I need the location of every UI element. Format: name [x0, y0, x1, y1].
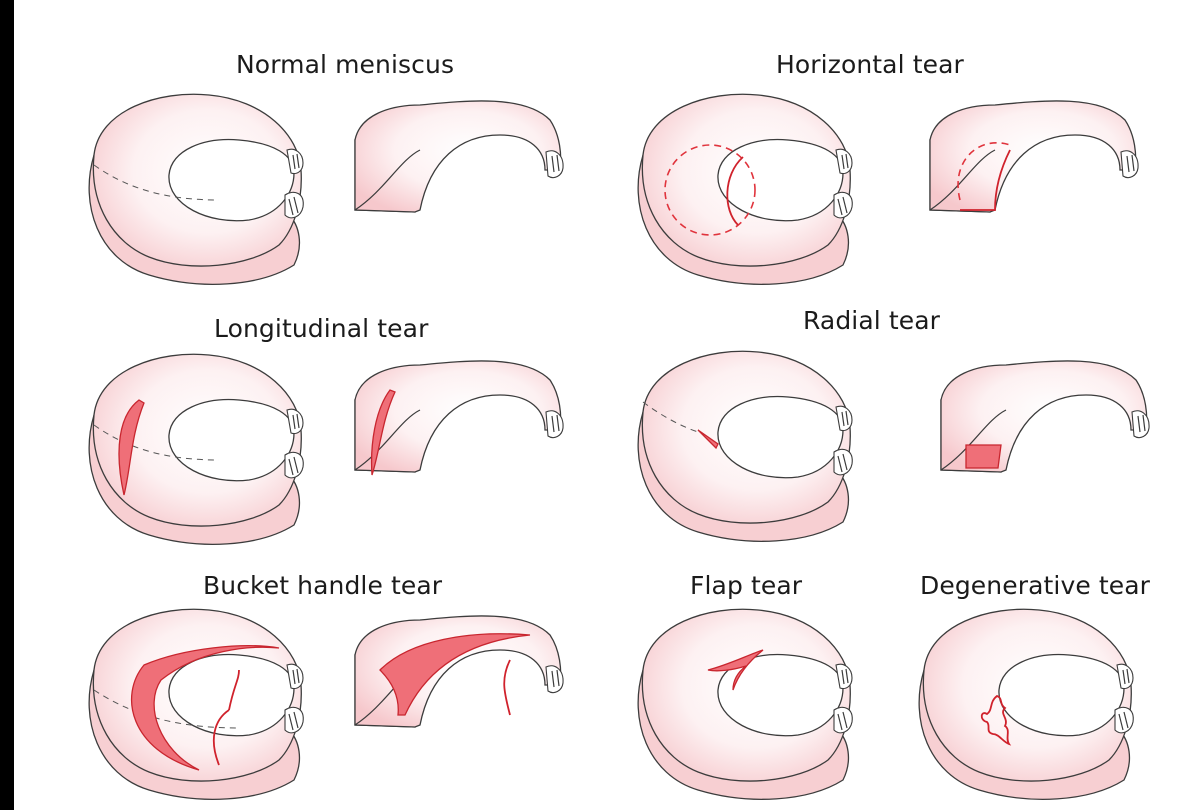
normal-meniscus-full — [89, 94, 303, 284]
degenerative-tear-full — [919, 609, 1133, 799]
horizontal-tear-full — [638, 94, 852, 284]
diagram-canvas: Normal meniscus Horizontal tear Longitud… — [14, 0, 1201, 810]
meniscus-illustrations — [14, 0, 1201, 810]
bucket-handle-tear-full — [89, 609, 303, 799]
horizontal-tear-half — [930, 101, 1138, 212]
longitudinal-tear-full — [89, 354, 303, 544]
radial-tear-half — [941, 361, 1149, 472]
flap-tear-full — [638, 609, 852, 799]
radial-tear-full — [638, 351, 852, 541]
bucket-handle-tear-half — [355, 616, 563, 727]
longitudinal-tear-half — [355, 361, 563, 475]
normal-meniscus-half — [355, 101, 563, 212]
